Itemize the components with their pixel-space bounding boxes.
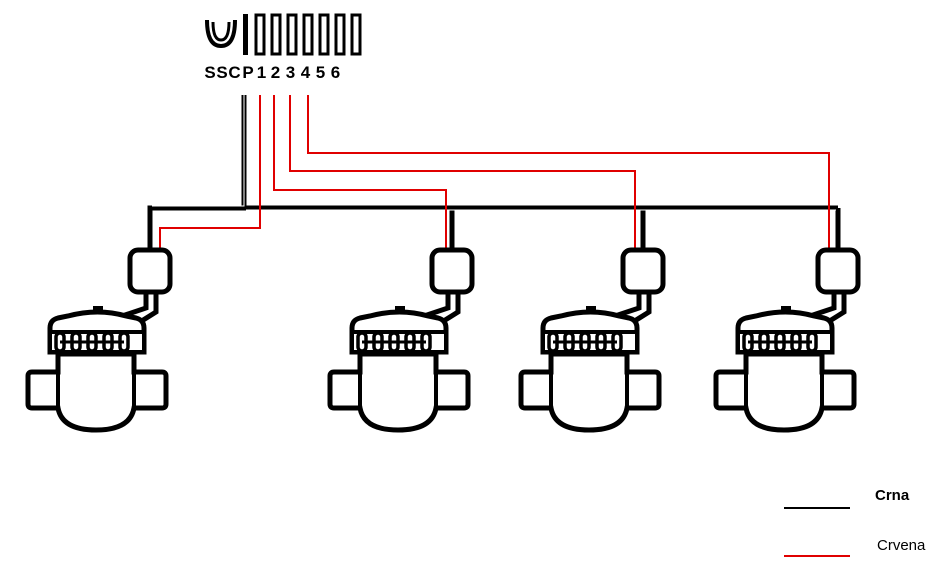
terminal-label: 1 <box>256 63 267 82</box>
red-wire-zone-1 <box>159 95 261 248</box>
red-wire-zone-2 <box>273 95 447 248</box>
terminal-label: 2 <box>270 63 281 82</box>
legend-black-label: Crna <box>875 487 910 504</box>
terminal-slot-4 <box>302 13 314 56</box>
terminal-slot-1 <box>254 13 266 56</box>
terminal-slot-3 <box>286 13 298 56</box>
terminal-label: S <box>204 63 216 82</box>
terminal-label: 6 <box>330 63 341 82</box>
terminal-strip <box>243 13 362 56</box>
red-zone-wires <box>159 95 830 248</box>
terminal-label: P <box>242 63 254 82</box>
terminal-slot-7 <box>350 13 362 56</box>
terminal-label: 5 <box>315 63 326 82</box>
solenoid-valve-icon <box>716 250 858 430</box>
terminal-slot-6 <box>334 13 346 56</box>
terminal-label: C <box>228 63 241 82</box>
black-wire-highlight <box>152 95 836 211</box>
solenoid-valve-icon <box>330 250 472 430</box>
terminal-slot-2 <box>270 13 282 56</box>
solenoid-valve-icon <box>521 250 663 430</box>
terminal-label: S <box>216 63 228 82</box>
terminal-label: 4 <box>300 63 311 82</box>
sensor-loop-icon <box>205 19 237 49</box>
terminal-slot-5 <box>318 13 330 56</box>
legend-red-label: Crvena <box>877 537 926 554</box>
red-wire-zone-3 <box>289 95 636 248</box>
terminal-label: 3 <box>285 63 296 82</box>
red-wire-zone-4 <box>307 95 830 248</box>
terminal-slot-common <box>243 14 248 55</box>
solenoid-valve-icon <box>28 250 170 430</box>
